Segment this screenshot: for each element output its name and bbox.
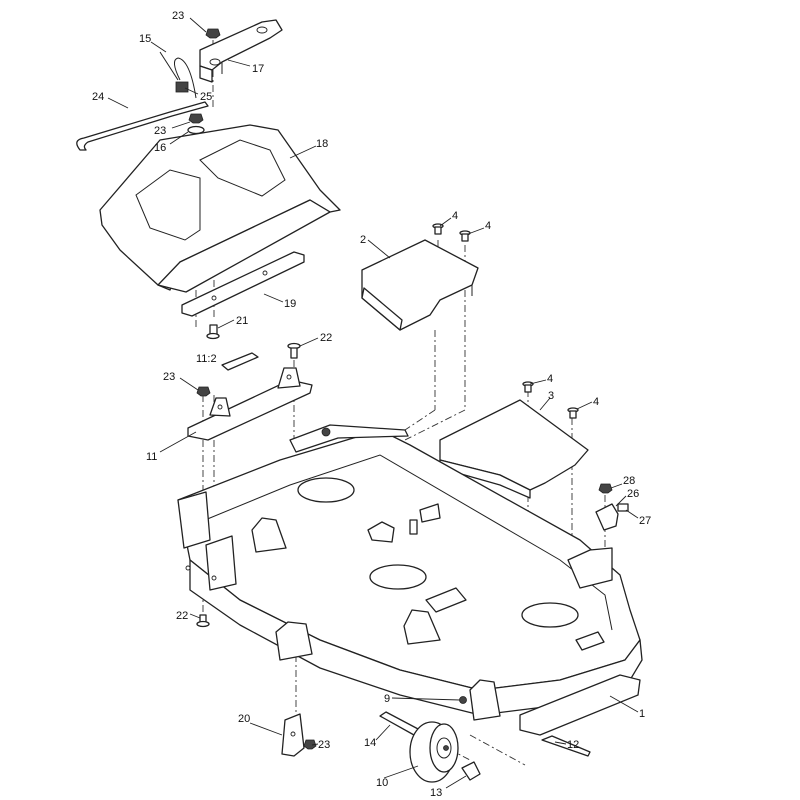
- wheel-10: [409, 721, 459, 783]
- callout-2: 2: [360, 234, 366, 246]
- axle-14: [379, 711, 421, 736]
- callout-22-upper: 22: [320, 332, 332, 344]
- spring-25: [175, 81, 189, 93]
- bolt-4-b: [459, 230, 471, 242]
- callout-28: 28: [623, 475, 635, 487]
- callout-4-b: 4: [485, 220, 491, 232]
- callout-23-left: 23: [163, 371, 175, 383]
- callout-12: 12: [567, 739, 579, 751]
- callout-4-a: 4: [452, 210, 458, 222]
- bracket-17: [199, 19, 283, 83]
- callout-1: 1: [639, 708, 645, 720]
- pin-15: [159, 51, 179, 81]
- callout-10: 10: [376, 777, 388, 789]
- belt-cover-2: [361, 239, 479, 331]
- callout-11-2: 11:2: [196, 353, 217, 365]
- callout-23-second: 23: [154, 125, 166, 137]
- callout-9: 9: [384, 693, 390, 705]
- callout-18: 18: [316, 138, 328, 150]
- callout-14: 14: [364, 737, 376, 749]
- shim-11-2: [221, 352, 259, 371]
- bolt-4-a: [432, 223, 444, 235]
- callout-24: 24: [92, 91, 104, 103]
- cover-3: [439, 399, 589, 499]
- rod-24: [76, 57, 209, 151]
- mount-plate-11: [187, 367, 313, 441]
- nut-23-bottom: [303, 739, 317, 750]
- strap-19: [181, 251, 305, 317]
- nut-23-left: [196, 386, 211, 397]
- bolt-4-c: [522, 381, 534, 393]
- callout-13: 13: [430, 787, 442, 799]
- callout-4-c: 4: [547, 373, 553, 385]
- cover-plate-18: [99, 124, 341, 293]
- callout-11: 11: [146, 451, 157, 463]
- callout-4-d: 4: [593, 396, 599, 408]
- nut-23-top: [205, 28, 221, 39]
- callout-labels: 23 15 17 24 25 23 16 18 19 21 22 11:2 23…: [92, 10, 651, 799]
- callout-27: 27: [639, 515, 651, 527]
- bracket-20: [281, 713, 305, 757]
- callout-23-top: 23: [172, 10, 184, 22]
- leader-lines: [107, 17, 639, 789]
- callout-21: 21: [236, 315, 248, 327]
- bolt-12: [541, 735, 591, 757]
- callout-20: 20: [238, 713, 250, 725]
- callout-15: 15: [139, 33, 151, 45]
- nut-23-second: [188, 113, 204, 124]
- callout-19: 19: [284, 298, 296, 310]
- callout-26: 26: [627, 488, 639, 500]
- bolt-4-d: [567, 407, 579, 419]
- mower-deck-1: [177, 424, 643, 736]
- fitting-26: [595, 503, 629, 531]
- callout-16: 16: [154, 142, 166, 154]
- callout-25: 25: [200, 91, 212, 103]
- nut-9: [459, 696, 467, 704]
- nut-28: [598, 483, 613, 494]
- bolt-21: [206, 324, 220, 340]
- callout-17: 17: [252, 63, 264, 75]
- callout-22-lower: 22: [176, 610, 188, 622]
- callout-23-bottom: 23: [318, 739, 330, 751]
- callout-3: 3: [548, 390, 554, 402]
- spacer-13: [461, 761, 481, 781]
- bolt-22-upper: [287, 342, 301, 359]
- bolt-22-lower: [196, 614, 210, 628]
